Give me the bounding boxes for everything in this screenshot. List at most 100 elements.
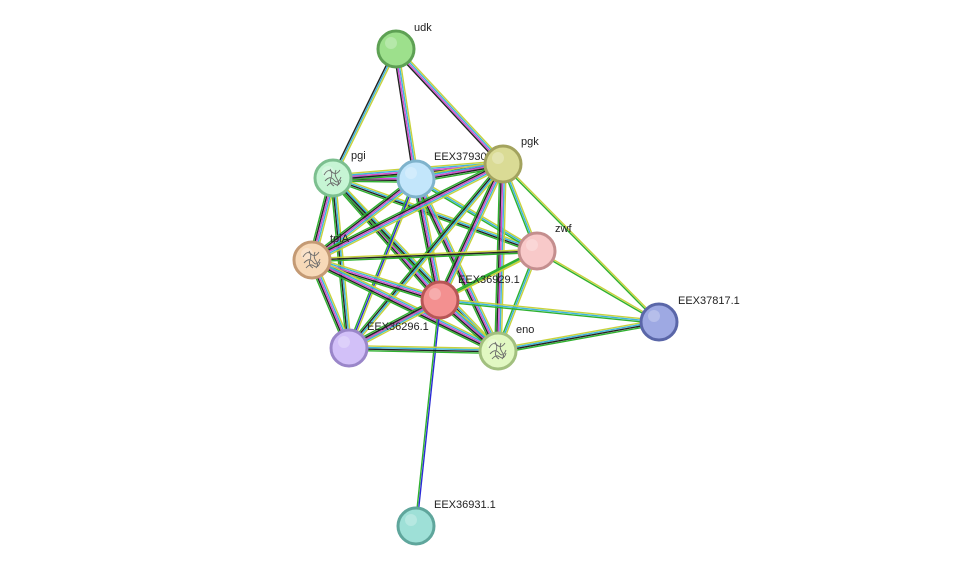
edge-pgk-EEX36929.1[interactable] xyxy=(436,162,507,302)
edge-pgi-EEX36296.1[interactable] xyxy=(329,177,353,349)
edge-evidence-line xyxy=(312,257,500,351)
edge-evidence-line xyxy=(413,179,440,301)
edge-pgk-eno[interactable] xyxy=(494,163,507,352)
node-circle[interactable] xyxy=(329,328,369,368)
edge-evidence-line xyxy=(311,178,417,261)
node-circle[interactable] xyxy=(313,158,353,198)
edge-evidence-line xyxy=(497,320,659,351)
node-circle[interactable] xyxy=(483,144,523,184)
edge-evidence-line xyxy=(310,260,498,354)
edge-evidence-line xyxy=(495,163,503,351)
edge-evidence-line xyxy=(333,177,351,348)
edge-evidence-line xyxy=(312,164,505,263)
edge-evidence-line xyxy=(334,177,353,348)
node-circle[interactable] xyxy=(396,506,436,546)
edge-evidence-line xyxy=(349,346,499,351)
node-label: tpiA xyxy=(330,233,350,245)
edge-evidence-line xyxy=(330,179,439,303)
edge-evidence-line xyxy=(414,299,440,526)
edge-evidence-line xyxy=(442,165,507,302)
edge-evidence-line xyxy=(415,178,441,301)
edge-evidence-line xyxy=(310,177,416,260)
edge-evidence-line xyxy=(397,48,420,179)
node-zwf[interactable]: zwf xyxy=(517,223,572,271)
edge-evidence-line xyxy=(309,175,415,259)
node-label: eno xyxy=(516,324,534,336)
node-udk[interactable]: udk xyxy=(376,22,432,69)
edge-evidence-line xyxy=(312,257,441,300)
edge-evidence-line xyxy=(494,163,501,351)
edge-evidence-line xyxy=(310,262,497,355)
edge-EEX36929.1-EEX37817.1[interactable] xyxy=(439,297,660,325)
edge-eno-EEX37817.1[interactable] xyxy=(497,318,660,355)
edge-evidence-line xyxy=(313,256,500,349)
edge-tpiA-eno[interactable] xyxy=(310,256,500,355)
edge-evidence-line xyxy=(348,348,498,353)
edge-evidence-line xyxy=(310,161,503,260)
edge-evidence-line xyxy=(332,48,397,179)
node-EEX36929.1[interactable]: EEX36929.1 xyxy=(420,274,520,320)
edge-evidence-line xyxy=(346,178,416,348)
edge-evidence-line xyxy=(312,251,538,263)
edge-EEX36296.1-eno[interactable] xyxy=(348,344,499,355)
edge-evidence-line xyxy=(313,166,505,264)
node-highlight xyxy=(301,248,313,260)
edge-pgk-tpiA[interactable] xyxy=(310,160,505,264)
node-circle[interactable] xyxy=(420,280,460,320)
edge-evidence-line xyxy=(440,297,660,322)
edge-evidence-line xyxy=(394,49,416,180)
edge-evidence-line xyxy=(333,49,399,180)
node-label: EEX37930.1 xyxy=(434,151,496,163)
edge-zwf-EEX37817.1[interactable] xyxy=(536,249,660,324)
node-circle[interactable] xyxy=(478,331,518,371)
edge-evidence-line xyxy=(497,163,504,352)
node-highlight xyxy=(526,239,538,251)
edge-evidence-line xyxy=(501,164,659,324)
edge-evidence-line xyxy=(310,160,502,258)
edge-evidence-line xyxy=(439,300,659,325)
edge-udk-pgk[interactable] xyxy=(393,46,506,167)
node-label: EEX36296.1 xyxy=(367,321,429,333)
edge-evidence-line xyxy=(348,178,417,349)
node-EEX37930.1[interactable]: EEX37930.1 xyxy=(396,151,496,199)
edge-evidence-line xyxy=(500,164,507,352)
edge-evidence-line xyxy=(497,318,659,350)
node-highlight xyxy=(405,514,417,526)
node-circle[interactable] xyxy=(376,29,416,69)
node-tpiA[interactable]: tpiA xyxy=(292,233,350,280)
edge-udk-EEX37930.1[interactable] xyxy=(392,48,420,180)
edge-evidence-line xyxy=(311,250,538,261)
node-circle[interactable] xyxy=(292,240,332,280)
node-label: pgi xyxy=(351,150,366,162)
edge-evidence-line xyxy=(331,178,349,349)
node-pgk[interactable]: pgk xyxy=(483,136,539,184)
node-EEX36296.1[interactable]: EEX36296.1 xyxy=(329,321,429,368)
node-pgi[interactable]: pgi xyxy=(313,150,366,198)
edge-pgk-EEX37817.1[interactable] xyxy=(501,162,661,324)
edge-evidence-line xyxy=(349,179,419,349)
node-eno[interactable]: eno xyxy=(478,324,534,371)
node-highlight xyxy=(405,167,417,179)
node-highlight xyxy=(338,336,350,348)
edge-tpiA-zwf[interactable] xyxy=(311,248,538,263)
edge-EEX36929.1-EEX36931.1[interactable] xyxy=(414,299,442,527)
node-EEX37817.1[interactable]: EEX37817.1 xyxy=(639,295,740,342)
edge-evidence-line xyxy=(396,48,418,179)
node-circle[interactable] xyxy=(396,159,436,199)
node-EEX36931.1[interactable]: EEX36931.1 xyxy=(396,499,496,546)
edge-evidence-line xyxy=(416,300,442,527)
node-highlight xyxy=(322,166,334,178)
node-circle[interactable] xyxy=(639,302,679,342)
edge-evidence-line xyxy=(437,163,503,300)
edge-evidence-line xyxy=(392,49,415,180)
edge-EEX37930.1-EEX36296.1[interactable] xyxy=(346,178,419,349)
edges-layer xyxy=(308,46,661,527)
node-label: EEX36929.1 xyxy=(458,274,520,286)
node-circle[interactable] xyxy=(517,231,557,271)
edge-udk-pgi[interactable] xyxy=(330,47,399,180)
edge-evidence-line xyxy=(396,47,505,164)
edge-EEX37930.1-tpiA[interactable] xyxy=(309,175,419,264)
node-highlight xyxy=(487,339,499,351)
